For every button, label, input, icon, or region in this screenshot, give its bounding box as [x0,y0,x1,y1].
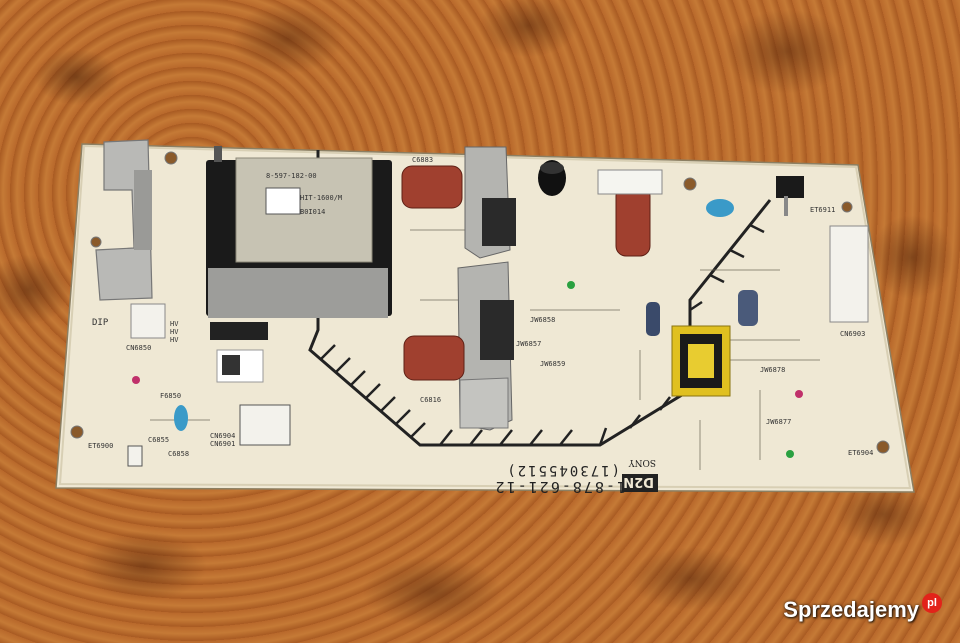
watermark-pl-badge: pl [922,593,942,613]
silkscreen-lines [150,229,820,470]
yellow-transformer [671,325,731,397]
connector-right [829,225,869,323]
watermark-text: Sprzedajemy [783,597,919,622]
label-et6900: ET6900 [88,442,113,450]
board-d2n-badge: D2N [623,474,654,489]
board-code: (173045512) [505,462,620,478]
transformer [206,146,392,318]
label-hv-3: HV [170,336,179,344]
label-jw6878: JW6878 [760,366,785,374]
label-cn6850: CN6850 [126,344,151,352]
transistor [776,176,804,216]
connector-top [597,169,663,195]
label-jw6858: JW6858 [530,316,555,324]
transformer-label-line-1: 8-597-182-00 [266,172,317,180]
transformer-label-line-3: B0I014 [300,208,325,216]
label-et6911: ET6911 [810,206,835,214]
transformer-label-line-2: HIT-1600/M [300,194,342,202]
dots [132,281,803,458]
electrolytic-capacitor [538,160,566,196]
label-jw6877: JW6877 [766,418,791,426]
label-et6904: ET6904 [848,449,873,457]
metal-bracket-left [95,139,153,301]
label-cn6903: CN6903 [840,330,865,338]
label-c6858: C6858 [168,450,189,458]
heatsink-top [464,146,516,259]
label-c6883: C6883 [412,156,433,164]
label-jw6857: JW6857 [516,340,541,348]
connector-left [130,303,166,339]
label-dip: DIP [92,318,109,328]
heatsink-bottom [457,261,514,431]
label-hv-1: HV [170,320,179,328]
mounting-holes [70,151,890,454]
label-c6816: C6816 [420,396,441,404]
board-maker: SONY [628,457,656,467]
label-cn6904: CN6904 [210,432,235,440]
label-cn6901: CN6901 [210,440,235,448]
label-f6850: F6850 [160,392,181,400]
small-capacitors [646,290,758,336]
film-capacitors [401,165,651,381]
label-jw6859: JW6859 [540,360,565,368]
blue-capacitors [174,199,734,431]
barcode-label [210,322,268,383]
board-part-number: 1-878-621-12 [494,478,626,496]
connector-bottom [127,404,291,467]
label-c6855: C6855 [148,436,169,444]
label-hv-2: HV [170,328,179,336]
